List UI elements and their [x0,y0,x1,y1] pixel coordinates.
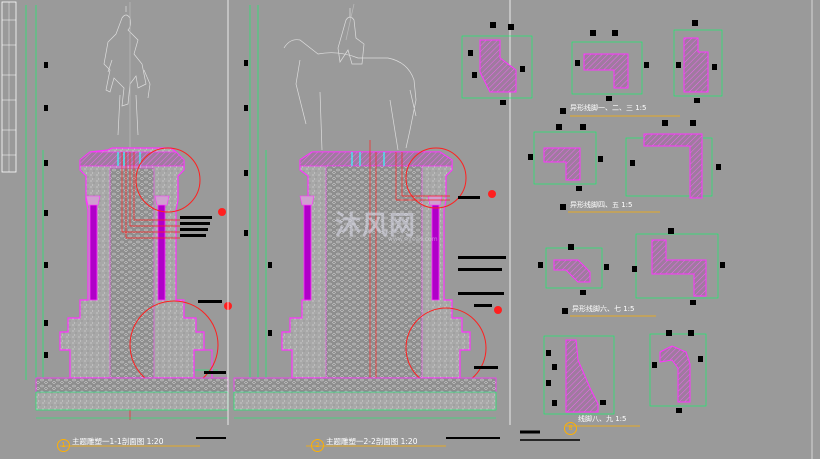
section-2-column-left [303,204,312,301]
detail-d-title: 线脚八、九 1:5 [578,415,627,423]
section-1-pedestal-cap [79,151,185,167]
detail-c-profiles [538,228,725,317]
detail-d-number: 8 [564,422,577,435]
section-1-title: 主题雕塑一1-1剖面图 1:20 [72,437,164,446]
section-2-drawing [233,3,506,447]
section-1-foundation [35,377,229,393]
section-2-footing [233,391,497,411]
section-2-number: 2 [311,439,324,452]
watermark-url: www.mfcad.com [388,236,438,243]
section-1-drawing [25,2,232,447]
detail-b-title: 异形线脚四、五 1:5 [570,201,633,209]
section-1-capital-right [154,195,170,206]
section-2-equestrian-statue [283,3,417,151]
detail-a-title: 异形线脚一、二、三 1:5 [570,104,647,112]
section-1-capital-left [85,195,101,206]
section-2-column-right [431,204,440,301]
section-1-detail-circle-top [135,147,201,213]
detail-a-profiles [461,20,723,117]
section-1-footing [35,391,229,411]
detail-c-title: 异形线脚六、七 1:5 [572,305,635,313]
section-1-base-steps [176,299,213,378]
detail-d-profiles [543,330,707,427]
section-2-foundation [233,377,497,393]
section-1-number: 1 [57,439,70,452]
section-2-title: 主题雕塑一2-2剖面图 1:20 [326,437,418,446]
section-2-anchor-bolts [351,152,385,166]
section-2-red-leaders [369,140,450,410]
left-frame-strip [1,1,17,173]
section-2-dimension-lines [249,5,267,380]
section-2-callout-markers [458,190,506,369]
section-2-capital-right [427,195,443,206]
detail-b-profiles [528,120,721,213]
watermark-logo: 沐风网 [335,211,417,241]
section-2-core [325,165,423,379]
section-1-equestrian-statue [103,2,151,150]
section-1-column-left [89,204,98,301]
section-1-core [109,167,155,379]
section-1-dimension-marks [44,62,48,358]
section-2-capital-left [299,195,315,206]
section-1-column-right [157,204,166,301]
section-2-detail-circle-top [405,147,467,209]
